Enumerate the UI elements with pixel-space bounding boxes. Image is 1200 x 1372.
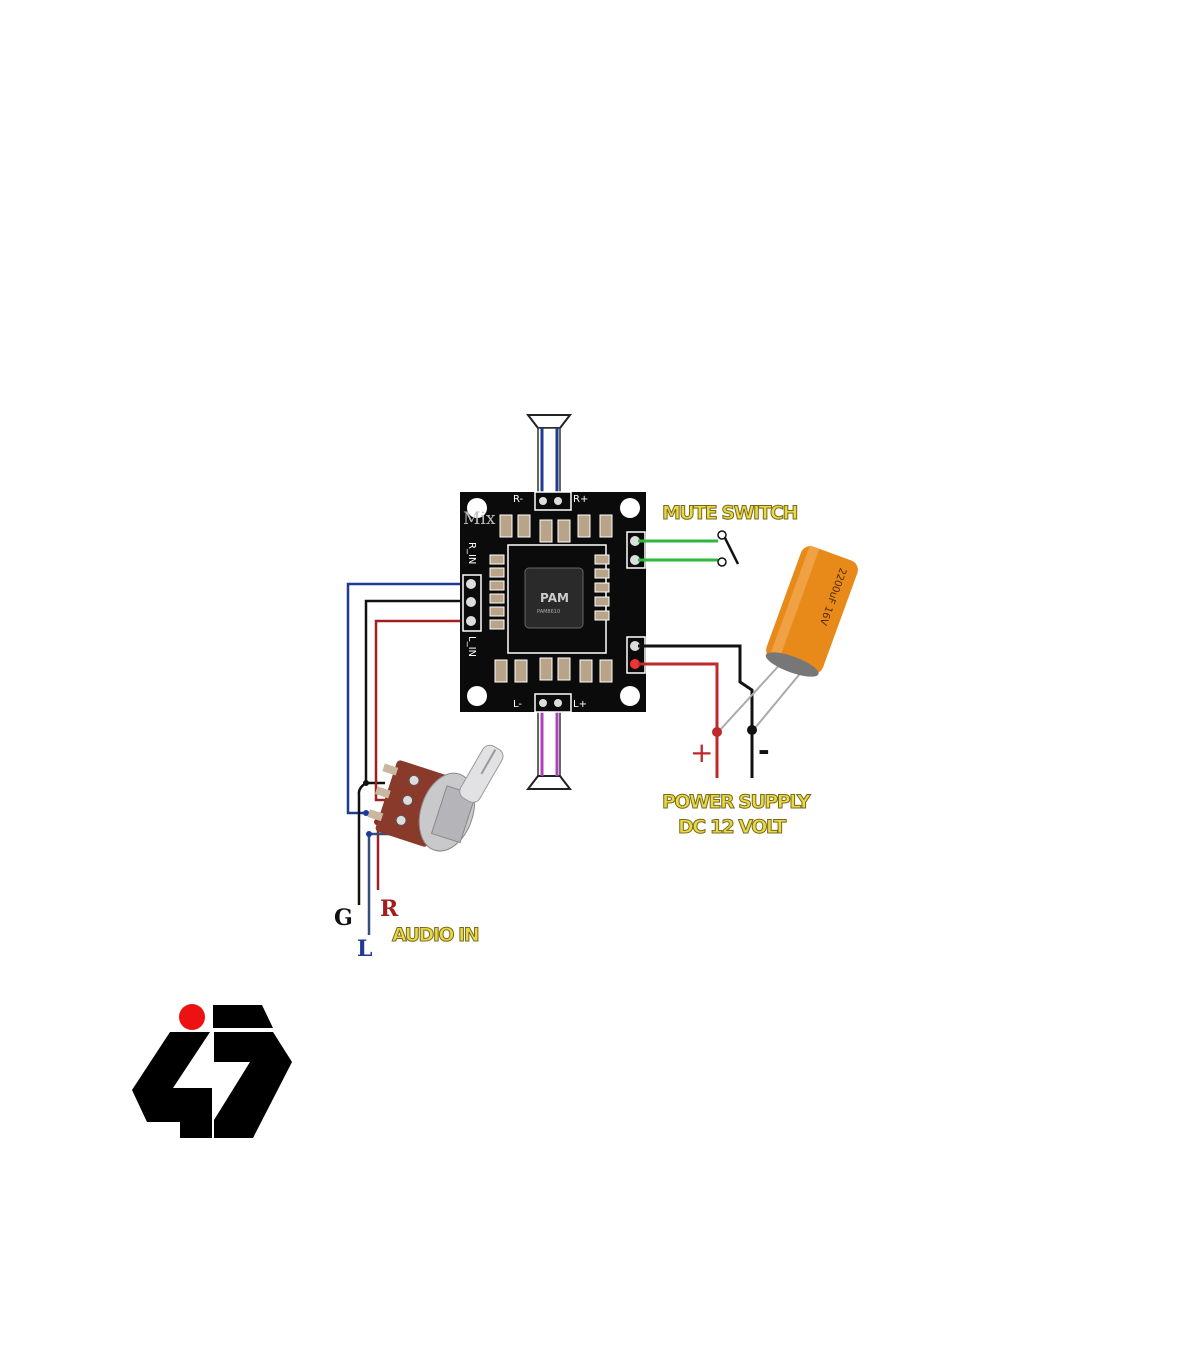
smd-component — [499, 514, 513, 538]
chip-label: PAM — [540, 591, 569, 605]
smd-component — [489, 580, 505, 591]
capacitor-lead-minus — [754, 669, 804, 729]
smd-component — [599, 514, 613, 538]
label-l-in: L_IN — [466, 636, 477, 657]
smd-component — [489, 567, 505, 578]
left-label: L — [357, 936, 372, 962]
smd-component — [594, 596, 610, 607]
label-r-in: R_IN — [466, 542, 477, 564]
label-l-minus: L- — [513, 699, 522, 710]
label-l-plus: L+ — [573, 699, 587, 710]
power-wires — [638, 644, 804, 778]
capacitor-lead-plus — [719, 659, 785, 731]
smd-component — [514, 659, 528, 683]
smd-component — [594, 582, 610, 593]
smd-component — [557, 657, 571, 681]
dc-voltage-label: DC 12 VOLT — [678, 816, 786, 838]
potentiometer[interactable] — [364, 742, 506, 858]
plus-sign: + — [690, 736, 713, 769]
smd-component — [489, 554, 505, 565]
smd-component — [494, 659, 508, 683]
smd-component — [594, 568, 610, 579]
mute-switch-label: MUTE SWITCH — [662, 502, 798, 524]
brand-logo — [132, 1004, 292, 1138]
smd-component — [489, 593, 505, 604]
minus-sign: - — [758, 734, 770, 767]
ground-label: G — [334, 905, 353, 931]
label-r-plus: R+ — [573, 494, 588, 505]
label-mix: Mix — [463, 509, 496, 529]
smd-component — [594, 554, 610, 565]
audio-wires — [346, 582, 470, 935]
smd-component — [539, 519, 553, 543]
mute-switch[interactable] — [638, 530, 740, 567]
capacitor: 2200uF 16V — [765, 545, 858, 677]
audio-in-label: AUDIO IN — [392, 924, 479, 946]
smd-component — [517, 514, 531, 538]
smd-component — [579, 659, 593, 683]
smd-component — [489, 619, 505, 630]
amplifier-board: R- R+ L- L+ R_IN L_IN Mix PAM PAM8610 — [460, 491, 646, 713]
smd-component — [594, 610, 610, 621]
right-label: R — [380, 896, 399, 922]
speaker-right — [525, 414, 573, 500]
smd-component — [489, 606, 505, 617]
speaker-left — [525, 700, 573, 790]
power-supply-label: POWER SUPPLY — [662, 791, 811, 813]
smd-component — [577, 514, 591, 538]
smd-component — [599, 659, 613, 683]
smd-component — [557, 519, 571, 543]
label-r-minus: R- — [513, 494, 524, 505]
chip-model: PAM8610 — [537, 609, 560, 615]
smd-component — [539, 657, 553, 681]
